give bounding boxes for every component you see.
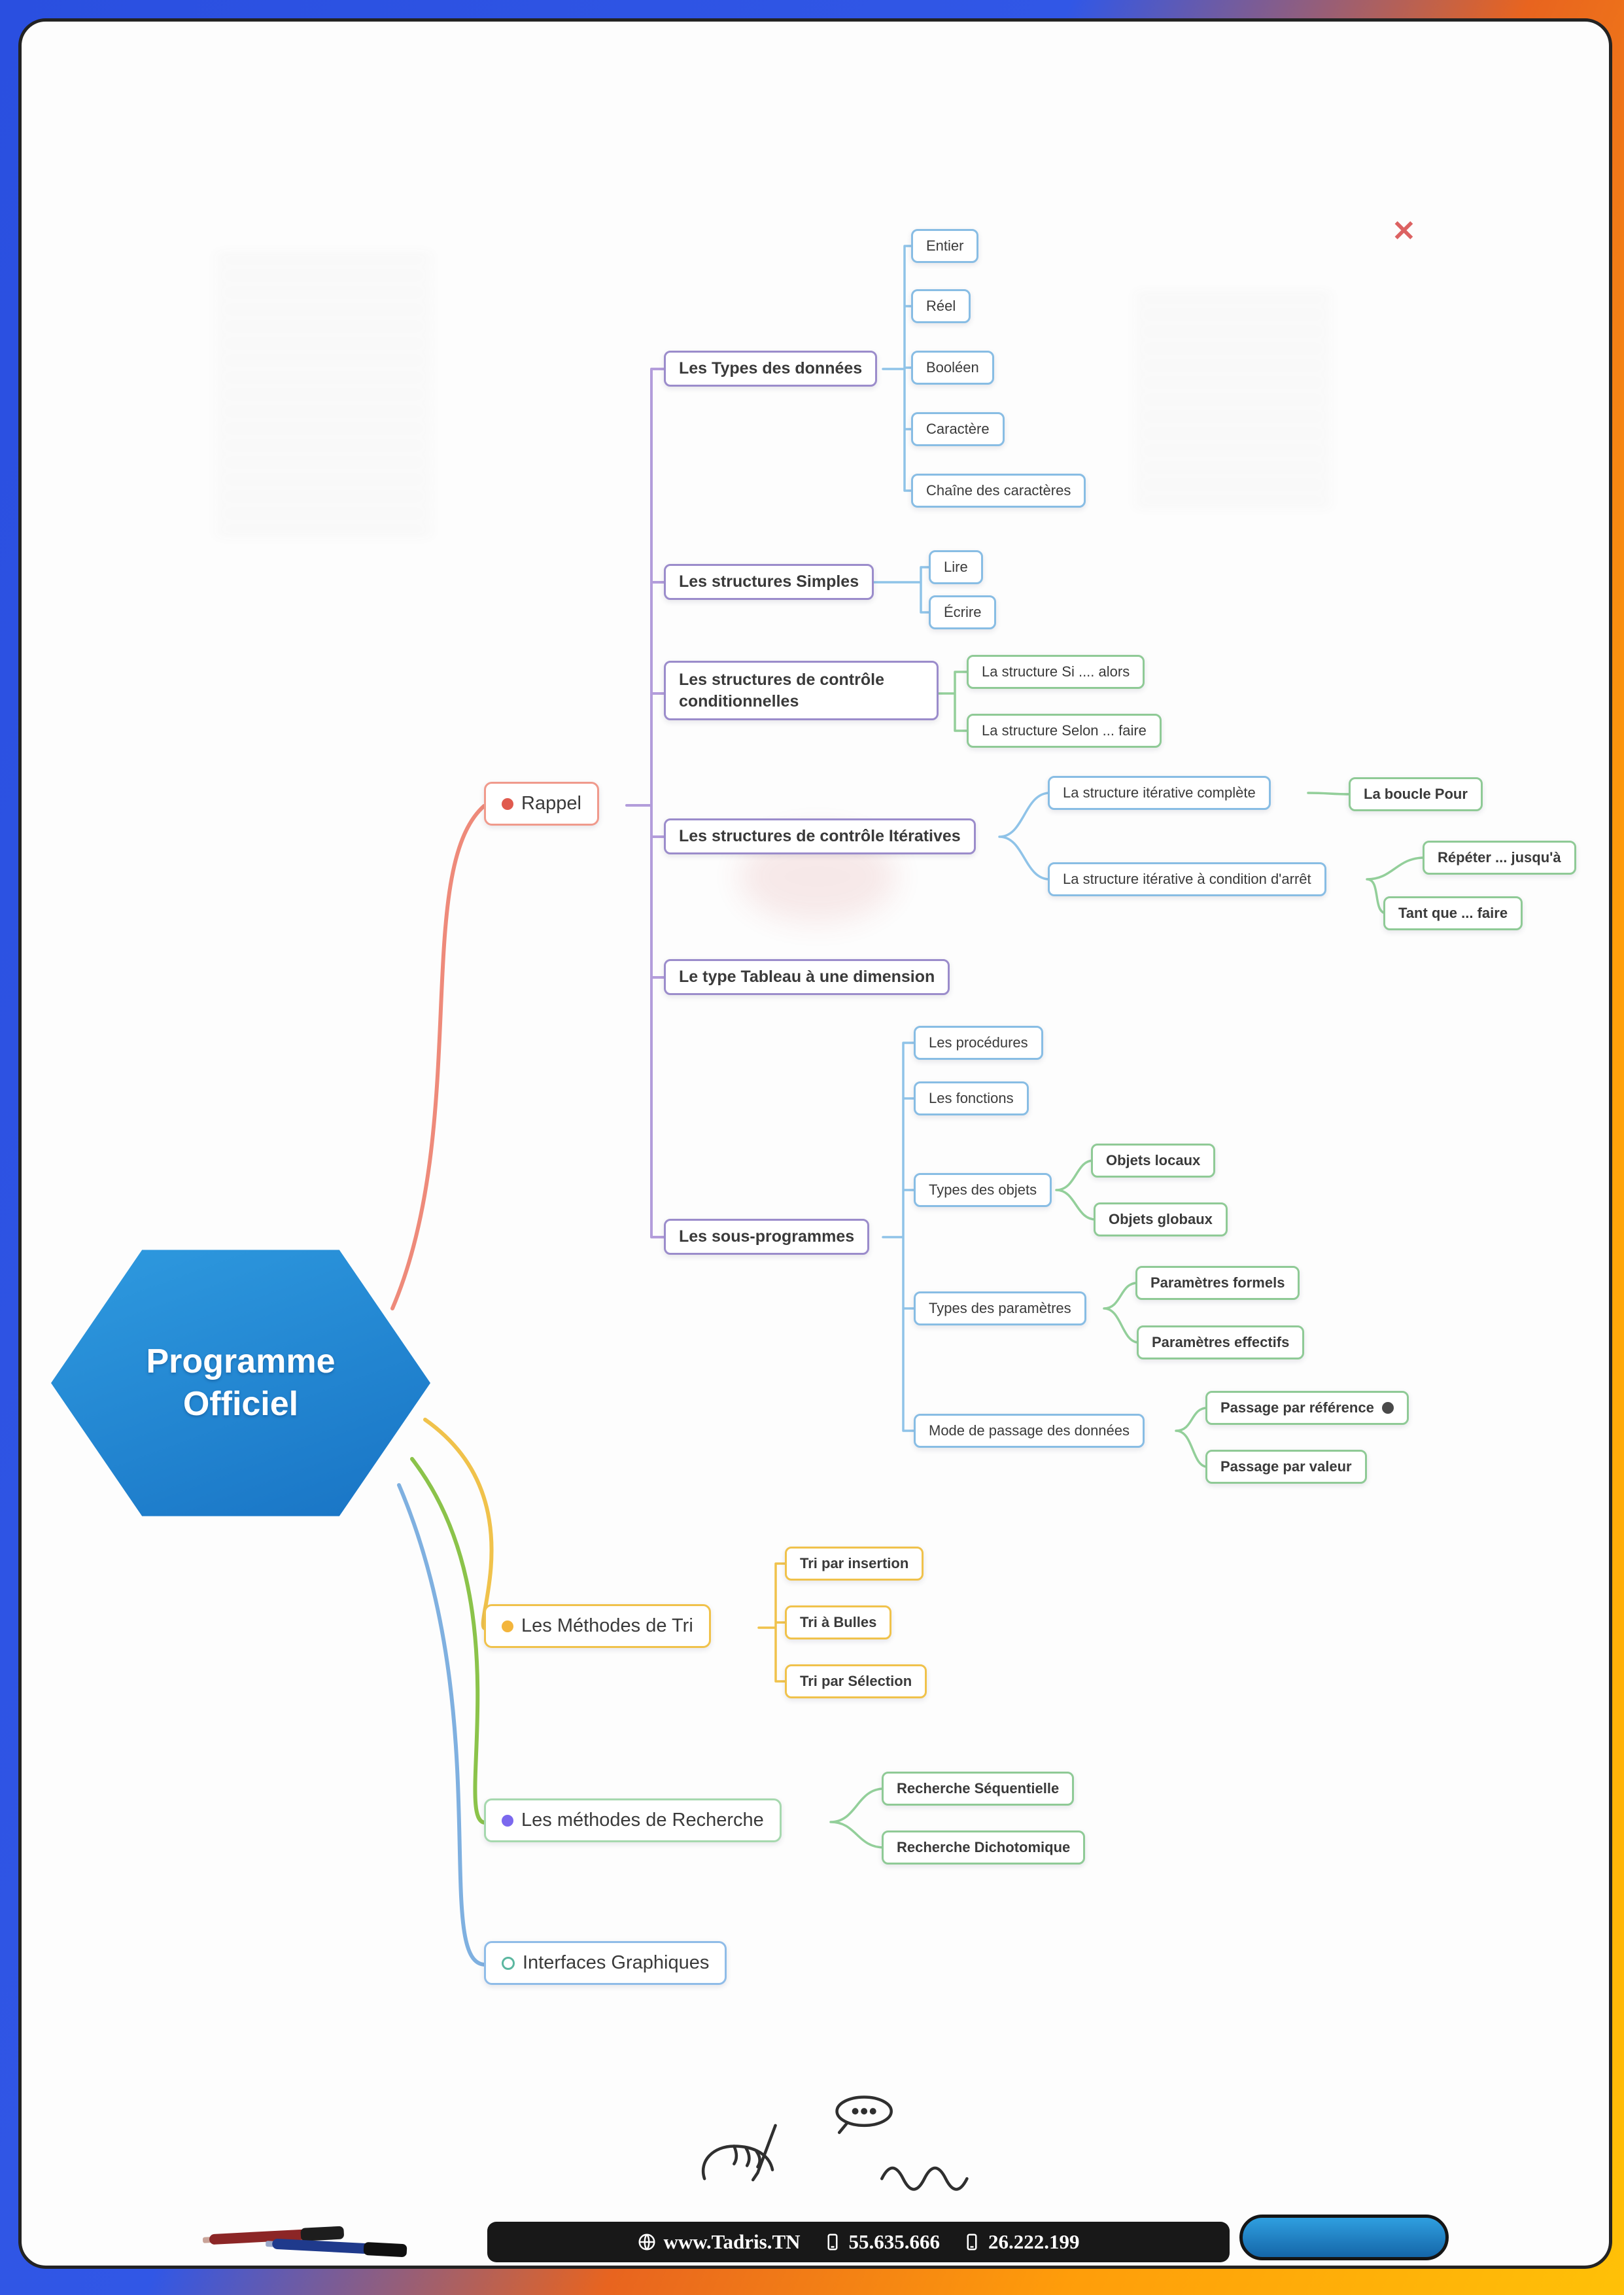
node-structures-simples[interactable]: Les structures Simples: [664, 564, 874, 600]
node-tri-selection[interactable]: Tri par Sélection: [785, 1664, 927, 1698]
watermark-right: [1135, 294, 1331, 510]
phone-item: 55.635.666: [823, 2230, 941, 2254]
node-repeter-jusqua[interactable]: Répéter ... jusqu'à: [1423, 841, 1576, 875]
globe-icon: [638, 2234, 655, 2251]
node-passage-valeur[interactable]: Passage par valeur: [1205, 1450, 1367, 1484]
mobile-phone-icon: [967, 2234, 977, 2251]
node-passage-reference[interactable]: Passage par référence: [1205, 1391, 1409, 1425]
website-link[interactable]: www.Tadris.TN: [637, 2230, 801, 2254]
phone-icon: [827, 2234, 838, 2251]
node-sous-programmes[interactable]: Les sous-programmes: [664, 1219, 870, 1255]
root-label: Programme Officiel: [146, 1342, 336, 1423]
node-rappel-label: Rappel: [521, 793, 581, 814]
red-dot-icon: [502, 797, 513, 810]
watermark-left: [216, 255, 432, 543]
node-methodes-tri[interactable]: Les Méthodes de Tri: [484, 1604, 711, 1648]
node-entier[interactable]: Entier: [911, 229, 979, 263]
node-fonctions[interactable]: Les fonctions: [914, 1081, 1029, 1115]
brand-pill: [1239, 2215, 1449, 2260]
node-caractere[interactable]: Caractère: [911, 412, 1005, 446]
node-parametres-formels[interactable]: Paramètres formels: [1135, 1266, 1300, 1300]
node-structures-conditionnelles[interactable]: Les structures de contrôle conditionnell…: [664, 661, 939, 720]
website-label: www.Tadris.TN: [663, 2230, 801, 2253]
node-parametres-effectifs[interactable]: Paramètres effectifs: [1137, 1325, 1305, 1359]
phone-label: 55.635.666: [848, 2230, 941, 2253]
node-methodes-recherche-label: Les méthodes de Recherche: [521, 1810, 764, 1831]
node-iterative-complete[interactable]: La structure itérative complète: [1048, 776, 1271, 810]
footer-bar: www.Tadris.TN 55.635.666 26.222.199: [487, 2222, 1230, 2262]
node-chaine-caracteres[interactable]: Chaîne des caractères: [911, 474, 1086, 508]
node-objets-locaux[interactable]: Objets locaux: [1091, 1144, 1216, 1178]
node-objets-globaux[interactable]: Objets globaux: [1094, 1202, 1228, 1236]
node-lire[interactable]: Lire: [929, 550, 983, 584]
node-type-tableau[interactable]: Le type Tableau à une dimension: [664, 959, 950, 995]
node-structure-selon-faire[interactable]: La structure Selon ... faire: [967, 714, 1162, 748]
node-passage-reference-label: Passage par référence: [1220, 1399, 1374, 1416]
ring-icon: [502, 1956, 515, 1970]
writing-hand-doodle: [702, 2095, 969, 2191]
node-structures-iteratives[interactable]: Les structures de contrôle Itératives: [664, 818, 976, 854]
reference-icon: [1381, 1402, 1394, 1414]
node-types-parametres[interactable]: Types des paramètres: [914, 1291, 1086, 1325]
node-recherche-dichotomique[interactable]: Recherche Dichotomique: [882, 1831, 1086, 1865]
node-interfaces-graphiques-label: Interfaces Graphiques: [523, 1952, 710, 1973]
node-interfaces-graphiques[interactable]: Interfaces Graphiques: [484, 1941, 727, 1985]
node-recherche-sequentielle[interactable]: Recherche Séquentielle: [882, 1772, 1075, 1806]
mobile-item: 26.222.199: [962, 2230, 1080, 2254]
yellow-dot-icon: [502, 1620, 513, 1632]
node-types-objets[interactable]: Types des objets: [914, 1173, 1052, 1207]
node-rappel[interactable]: Rappel: [484, 782, 599, 826]
node-methodes-recherche[interactable]: Les méthodes de Recherche: [484, 1798, 782, 1842]
node-programme-officiel[interactable]: Programme Officiel: [51, 1250, 430, 1516]
node-mode-passage[interactable]: Mode de passage des données: [914, 1414, 1145, 1448]
node-booleen[interactable]: Booléen: [911, 351, 994, 385]
node-procedures[interactable]: Les procédures: [914, 1026, 1043, 1060]
node-tri-bulles[interactable]: Tri à Bulles: [785, 1605, 892, 1639]
marker-pens: [203, 2226, 407, 2257]
node-iterative-condition-arret[interactable]: La structure itérative à condition d'arr…: [1048, 862, 1326, 896]
close-icon[interactable]: ✕: [1392, 215, 1416, 247]
violet-dot-icon: [502, 1814, 513, 1827]
node-types-donnees[interactable]: Les Types des données: [664, 351, 878, 387]
node-structure-si-alors[interactable]: La structure Si .... alors: [967, 655, 1145, 689]
node-reel[interactable]: Réel: [911, 289, 971, 323]
node-methodes-tri-label: Les Méthodes de Tri: [521, 1615, 693, 1636]
mobile-label: 26.222.199: [988, 2230, 1080, 2253]
node-tant-que-faire[interactable]: Tant que ... faire: [1383, 896, 1523, 930]
node-ecrire[interactable]: Écrire: [929, 595, 997, 629]
node-tri-insertion[interactable]: Tri par insertion: [785, 1547, 924, 1581]
node-boucle-pour[interactable]: La boucle Pour: [1349, 777, 1483, 811]
